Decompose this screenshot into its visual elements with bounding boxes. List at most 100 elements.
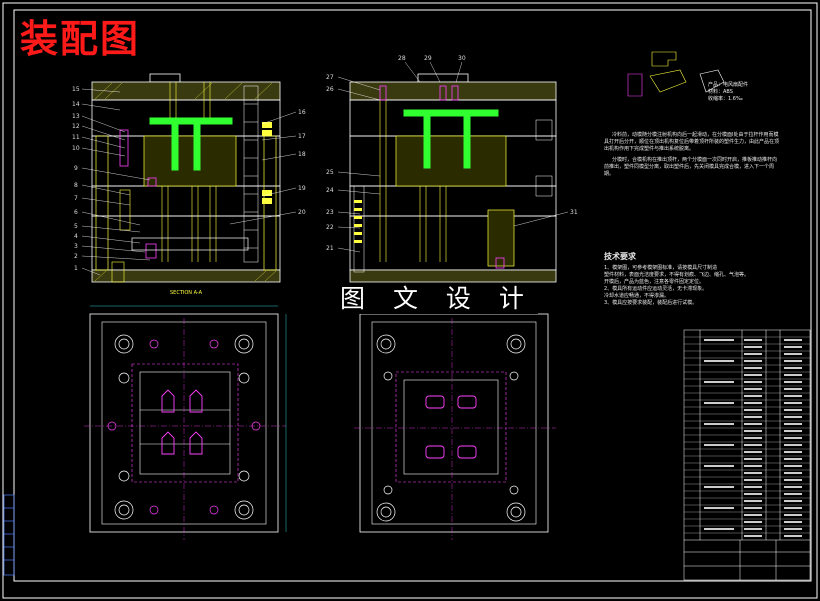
parts-list-rows xyxy=(684,336,810,534)
parts-list-cell-mark xyxy=(784,346,802,348)
part-number-12: 12 xyxy=(72,123,80,130)
parts-list-cell-mark xyxy=(744,367,762,369)
part-number-30: 30 xyxy=(458,55,466,62)
drawing-title: 装配图 xyxy=(20,17,141,61)
part-labels-mid: 27 26 28 29 30 25 24 23 22 21 31 xyxy=(326,55,578,252)
tech-item: 2、模具所有运动件应运动灵活，无卡滞现象。 xyxy=(604,286,708,292)
parts-list-cell-mark xyxy=(744,353,762,355)
tech-item: 3、模具应按要求装配，装配后进行试模。 xyxy=(604,300,698,306)
parts-list-cell-mark xyxy=(704,381,734,383)
parts-list-cell-mark xyxy=(704,339,734,341)
parts-list-cell-mark xyxy=(744,423,762,425)
parts-list-cell-mark xyxy=(784,486,802,488)
part-number-22: 22 xyxy=(326,224,334,231)
parts-list-cell-mark xyxy=(784,528,802,530)
part-number-13: 13 xyxy=(72,113,80,120)
part-labels-left: 15 14 13 12 11 10 9 8 7 6 5 4 3 2 1 16 1… xyxy=(72,86,306,272)
parts-list-cell-mark xyxy=(744,416,762,418)
part-number-28: 28 xyxy=(398,55,406,62)
parts-list-cell-mark xyxy=(744,465,762,467)
part-number-2: 2 xyxy=(74,253,78,260)
technical-requirements: 技术要求 1、模架图，可参考模架图标准，请按模具尺寸制造 塑件材料，表面光洁度要… xyxy=(604,252,784,307)
tech-item: 开模后，产品为蓝色，注意各零件固定定位。 xyxy=(604,279,705,285)
tech-heading: 技术要求 xyxy=(604,252,636,261)
parts-list-cell-mark xyxy=(784,409,802,411)
parts-list-cell-mark xyxy=(784,507,802,509)
parts-list-cell-mark xyxy=(744,395,762,397)
tech-item: 塑件材料，表面光洁度要求，不得有划痕、飞边、缩孔、气泡等。 xyxy=(604,272,750,278)
parts-list-entries xyxy=(704,339,802,537)
section-b-view xyxy=(337,61,569,283)
operation-notes: 冷料前，动模随分模注射机构向后一起滑动，在分模面Ⅰ处由于拉杆作用而模具打开后分开… xyxy=(604,132,780,182)
parts-list-cell-mark xyxy=(784,381,802,383)
parts-list-cell-mark xyxy=(744,514,762,516)
parts-list-cell-mark xyxy=(784,353,802,355)
part-number-18: 18 xyxy=(298,151,306,158)
part-number-6: 6 xyxy=(74,209,78,216)
parts-list-cell-mark xyxy=(784,465,802,467)
part-number-10: 10 xyxy=(72,145,80,152)
part-number-29: 29 xyxy=(424,55,432,62)
parts-list-cell-mark xyxy=(704,486,734,488)
part-number-3: 3 xyxy=(74,243,78,250)
parts-list-cell-mark xyxy=(744,374,762,376)
part-number-21: 21 xyxy=(326,245,334,252)
part-number-16: 16 xyxy=(298,109,306,116)
product-info-shrinkage: 收缩率：1.6‰ xyxy=(708,96,743,102)
parts-list-cell-mark xyxy=(784,423,802,425)
part-number-24: 24 xyxy=(326,187,334,194)
parts-list-cell-mark xyxy=(744,430,762,432)
parts-list-cell-mark xyxy=(704,528,734,530)
tech-item: 冷却水道应畅通，不得渗漏。 xyxy=(604,293,670,299)
part-number-23: 23 xyxy=(326,209,334,216)
parts-list-cell-mark xyxy=(744,409,762,411)
parts-list-cell-mark xyxy=(704,444,734,446)
parts-list-cell-mark xyxy=(744,535,762,537)
parts-list-cell-mark xyxy=(744,528,762,530)
parts-list-cell-mark xyxy=(744,381,762,383)
parts-list-cell-mark xyxy=(704,465,734,467)
plan-view-left xyxy=(84,305,287,540)
parts-list-cell-mark xyxy=(744,493,762,495)
parts-list-cell-mark xyxy=(784,367,802,369)
parts-list-cell-mark xyxy=(784,521,802,523)
parts-list-cell-mark xyxy=(744,437,762,439)
parts-list-cell-mark xyxy=(784,458,802,460)
inner-frame xyxy=(13,9,812,582)
section-label: SECTION A-A xyxy=(170,290,203,296)
left-margin-ticks xyxy=(3,494,15,576)
parts-list-cell-mark xyxy=(784,430,802,432)
part-number-1: 1 xyxy=(74,265,78,272)
part-number-15: 15 xyxy=(72,86,80,93)
parts-list-cell-mark xyxy=(784,500,802,502)
part-number-7: 7 xyxy=(74,195,78,202)
watermark-title: 图 文 设 计 xyxy=(336,284,538,314)
notes-paragraph-2: 分模时，合模机构在推出顶杆，两个分模面一次同时开启，推板推动推杆向前推出，塑件同… xyxy=(604,157,778,177)
parts-list-cell-mark xyxy=(744,521,762,523)
parts-list-cell-mark xyxy=(744,500,762,502)
parts-list-cell-mark xyxy=(744,479,762,481)
part-number-27: 27 xyxy=(326,74,334,81)
product-info-name: 产品：电风扇配件 xyxy=(708,82,749,88)
parts-list-cell-mark xyxy=(784,472,802,474)
parts-list-cell-mark xyxy=(784,535,802,537)
parts-list-cell-mark xyxy=(784,493,802,495)
parts-list-cell-mark xyxy=(784,479,802,481)
parts-list-cell-mark xyxy=(784,360,802,362)
parts-list-cell-mark xyxy=(704,402,734,404)
parts-list-cell-mark xyxy=(704,423,734,425)
parts-list-cell-mark xyxy=(744,486,762,488)
plan-view-right xyxy=(354,313,556,540)
parts-list-cell-mark xyxy=(784,388,802,390)
parts-list-cell-mark xyxy=(744,458,762,460)
parts-list-cell-mark xyxy=(704,360,734,362)
part-number-9: 9 xyxy=(74,165,78,172)
parts-list-cell-mark xyxy=(704,507,734,509)
part-number-5: 5 xyxy=(74,223,78,230)
parts-list-cell-mark xyxy=(784,444,802,446)
parts-list-cell-mark xyxy=(744,388,762,390)
product-sketch xyxy=(627,51,725,97)
parts-list-cell-mark xyxy=(784,339,802,341)
parts-list-cell-mark xyxy=(744,451,762,453)
